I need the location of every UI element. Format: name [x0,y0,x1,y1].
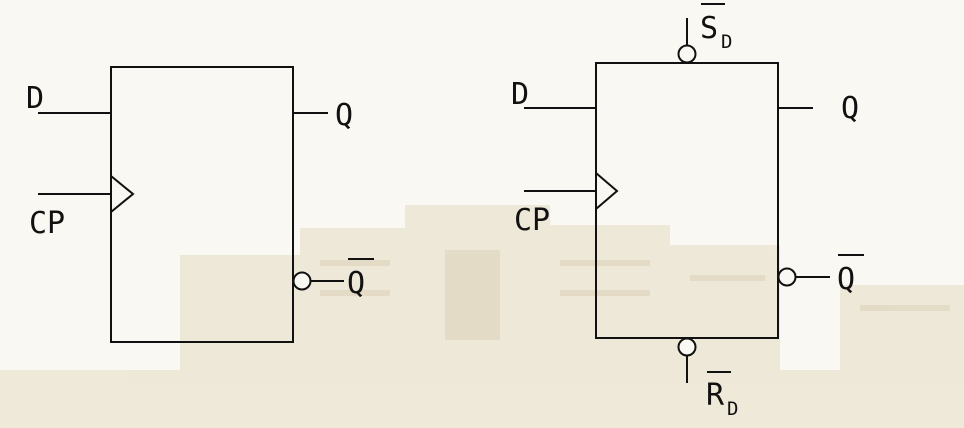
reset-input-label: R [706,378,725,413]
d-flipflop-basic: D CP Q Q [26,66,374,343]
background-building-watermark [0,205,964,428]
set-inversion-bubble-icon [677,44,697,64]
inversion-bubble-icon [777,267,797,287]
clock-input-label: CP [514,203,550,238]
clock-edge-triangle-icon [110,175,135,213]
q-bar-output-label: Q [837,262,855,297]
reset-input-subscript: D [727,398,738,420]
flipflop-body [110,66,294,343]
d-input-label: D [511,77,529,112]
q-bar-output-label: Q [347,266,365,301]
reset-inversion-bubble-icon [677,337,697,357]
q-output-label: Q [335,98,353,133]
clock-edge-triangle-icon [595,172,619,210]
clock-input-label: CP [29,206,65,241]
q-output-label: Q [841,91,859,126]
inversion-bubble-icon [292,271,312,291]
set-input-label: S [700,11,718,46]
set-input-subscript: D [721,31,732,53]
background-windows [320,250,950,340]
d-flipflop-async: D CP Q Q S D R D [511,3,864,420]
d-input-label: D [26,81,44,116]
